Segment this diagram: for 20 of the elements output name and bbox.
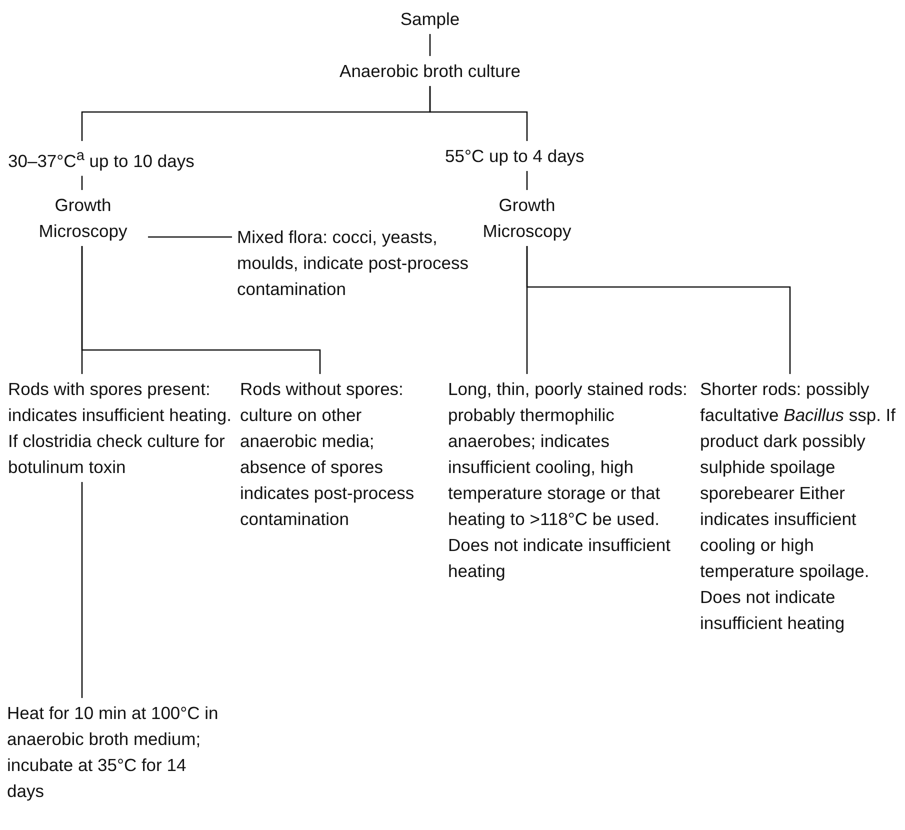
connector-line <box>81 176 83 190</box>
step-text: Growth Microscopy <box>466 192 588 244</box>
step-text: Sample <box>370 6 490 32</box>
step-text: Anaerobic broth culture <box>320 58 540 84</box>
step-text: Mixed flora: cocci, yeasts, moulds, indicate post-process contamination <box>237 224 469 302</box>
step-text: Shorter rods: possibly facultative Bacillus ssp. If product dark possibly sulphide spoilage sporebearer Either indicates insufficient cooling or high temperature spoilage. Does not indicate insufficient heating <box>700 376 905 636</box>
connector-line <box>429 86 528 141</box>
connector-line <box>429 34 431 56</box>
step-text: Rods without spores: culture on other anaerobic media; absence of spores indicates post-process contamination <box>240 376 440 532</box>
step-text: Growth Microscopy <box>22 192 144 244</box>
connector-line <box>148 236 232 238</box>
step-text: Long, thin, poorly stained rods: probably thermophilic anaerobes; indicates insufficient cooling, high temperature storage or that heating to >118°C be used. Does not indicate insufficient heating <box>448 376 688 584</box>
step-text: 55°C up to 4 days <box>445 143 635 169</box>
connector-line <box>81 246 321 374</box>
step-text: Heat for 10 min at 100°C in anaerobic broth medium; incubate at 35°C for 14 days <box>7 700 222 804</box>
step-text: Rods with spores present: indicates insufficient heating. If clostridia check culture for botulinum toxin <box>8 376 236 480</box>
connector-line <box>526 171 528 190</box>
connector-line <box>81 482 83 698</box>
step-text: 30–37°C$^{a}$ up to 10 days <box>8 143 258 174</box>
connector-line <box>526 246 791 374</box>
